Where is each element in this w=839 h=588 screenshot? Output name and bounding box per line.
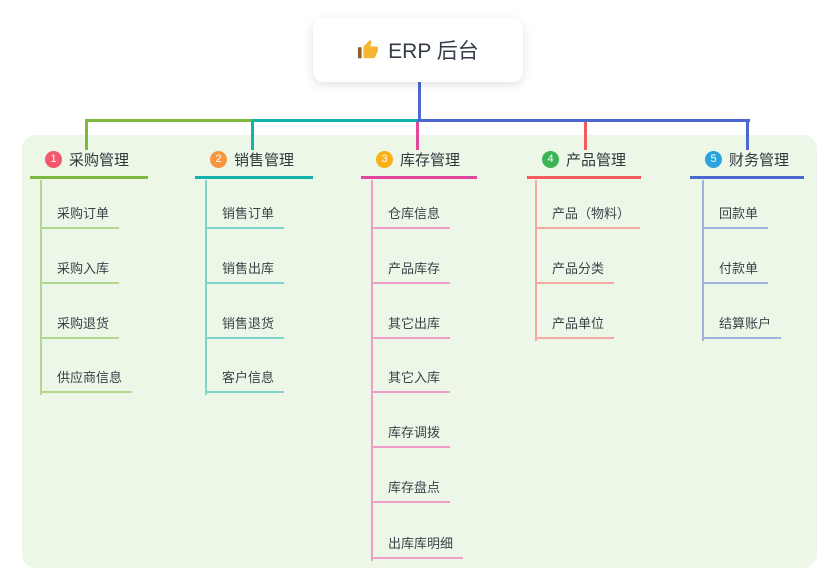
child-node[interactable]: 产品分类 — [535, 259, 615, 284]
child-node[interactable]: 产品库存 — [371, 259, 451, 284]
branch-header-finance[interactable]: 5 财务管理 — [690, 149, 804, 179]
child-node[interactable]: 仓库信息 — [371, 204, 451, 229]
connector-drop-product — [584, 122, 587, 150]
child-node[interactable]: 产品（物料） — [535, 204, 641, 229]
branch-badge-3: 3 — [376, 151, 393, 168]
branch-label: 销售管理 — [234, 152, 295, 169]
branch-badge-4: 4 — [542, 151, 559, 168]
child-node[interactable]: 销售退货 — [205, 314, 285, 339]
child-node[interactable]: 采购退货 — [40, 314, 120, 339]
child-node[interactable]: 库存盘点 — [371, 478, 451, 503]
thumbs-up-icon — [357, 39, 379, 61]
child-node[interactable]: 出库库明细 — [371, 534, 464, 559]
child-node[interactable]: 采购入库 — [40, 259, 120, 284]
connector-drop-purchase — [85, 119, 88, 150]
trunk-line-product — [535, 180, 537, 341]
child-node[interactable]: 付款单 — [702, 259, 769, 284]
connector-bus-finance — [417, 119, 750, 122]
branch-label: 采购管理 — [69, 152, 130, 169]
child-node[interactable]: 销售订单 — [205, 204, 285, 229]
child-node[interactable]: 供应商信息 — [40, 368, 133, 393]
branch-badge-1: 1 — [45, 151, 62, 168]
branch-header-inventory[interactable]: 3 库存管理 — [361, 149, 477, 179]
branch-label: 财务管理 — [729, 152, 790, 169]
child-node[interactable]: 其它入库 — [371, 368, 451, 393]
connector-root-drop — [418, 82, 421, 119]
branch-header-product[interactable]: 4 产品管理 — [527, 149, 641, 179]
child-node[interactable]: 销售出库 — [205, 259, 285, 284]
trunk-line-sales — [205, 180, 207, 395]
branch-label: 库存管理 — [400, 152, 461, 169]
branch-badge-2: 2 — [210, 151, 227, 168]
trunk-line-purchase — [40, 180, 42, 395]
root-node[interactable]: ERP 后台 — [313, 18, 523, 82]
child-node[interactable]: 结算账户 — [702, 314, 782, 339]
root-title: ERP 后台 — [388, 40, 479, 63]
child-node[interactable]: 库存调拨 — [371, 423, 451, 448]
child-node[interactable]: 其它出库 — [371, 314, 451, 339]
child-node[interactable]: 采购订单 — [40, 204, 120, 229]
trunk-line-finance — [702, 180, 704, 341]
branches-background-panel — [22, 135, 817, 568]
trunk-line-inventory — [371, 180, 373, 561]
child-node[interactable]: 产品单位 — [535, 314, 615, 339]
connector-bus-sales — [252, 119, 419, 122]
child-node[interactable]: 回款单 — [702, 204, 769, 229]
child-node[interactable]: 客户信息 — [205, 368, 285, 393]
branch-header-sales[interactable]: 2 销售管理 — [195, 149, 313, 179]
branch-label: 产品管理 — [566, 152, 627, 169]
connector-drop-finance — [746, 119, 749, 150]
branch-header-purchase[interactable]: 1 采购管理 — [30, 149, 148, 179]
branch-badge-5: 5 — [705, 151, 722, 168]
connector-drop-inventory — [416, 122, 419, 150]
connector-drop-sales — [251, 119, 254, 150]
connector-bus-purchase — [85, 119, 254, 122]
